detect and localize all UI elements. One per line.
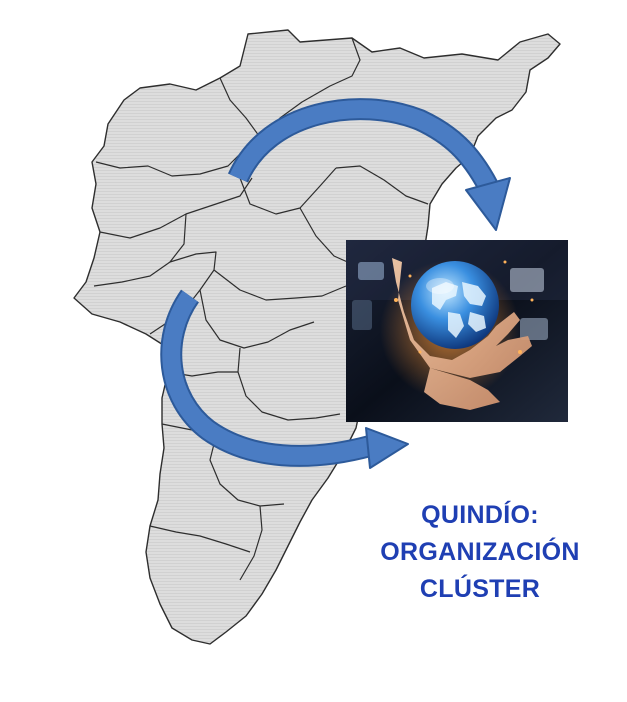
cycle-arrows-icon xyxy=(160,98,511,469)
bottom-arrow xyxy=(160,289,409,469)
title: QUINDÍO: ORGANIZACIÓN CLÚSTER xyxy=(350,497,610,608)
title-line-2: ORGANIZACIÓN xyxy=(380,538,580,566)
title-line-3: CLÚSTER xyxy=(419,575,541,603)
hand-holding-globe-photo xyxy=(346,240,568,422)
globe-continents xyxy=(432,282,486,338)
top-arrow xyxy=(227,98,511,231)
title-line-1: QUINDÍO: xyxy=(421,501,539,529)
hand-shape xyxy=(392,258,532,410)
light-sparkles xyxy=(394,260,534,354)
